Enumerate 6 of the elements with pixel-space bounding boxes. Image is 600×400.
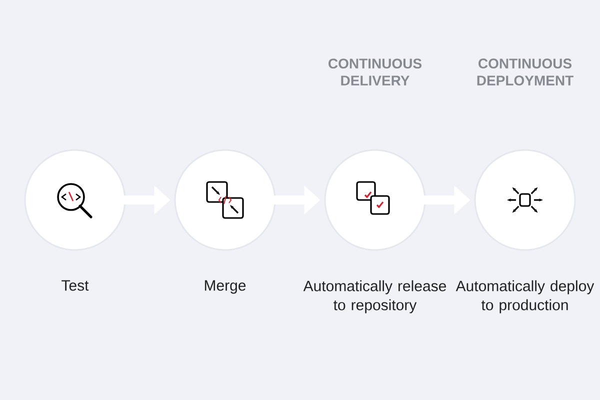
- section-heading: CONTINUOUS DEPLOYMENT: [477, 58, 574, 86]
- node-label: Automatically deploy to production: [456, 280, 594, 314]
- section-heading: CONTINUOUS DELIVERY: [328, 58, 422, 86]
- node-label: Test: [62, 280, 89, 291]
- node-label: Merge: [204, 280, 246, 294]
- node-label: Automatically release to repository: [303, 280, 446, 314]
